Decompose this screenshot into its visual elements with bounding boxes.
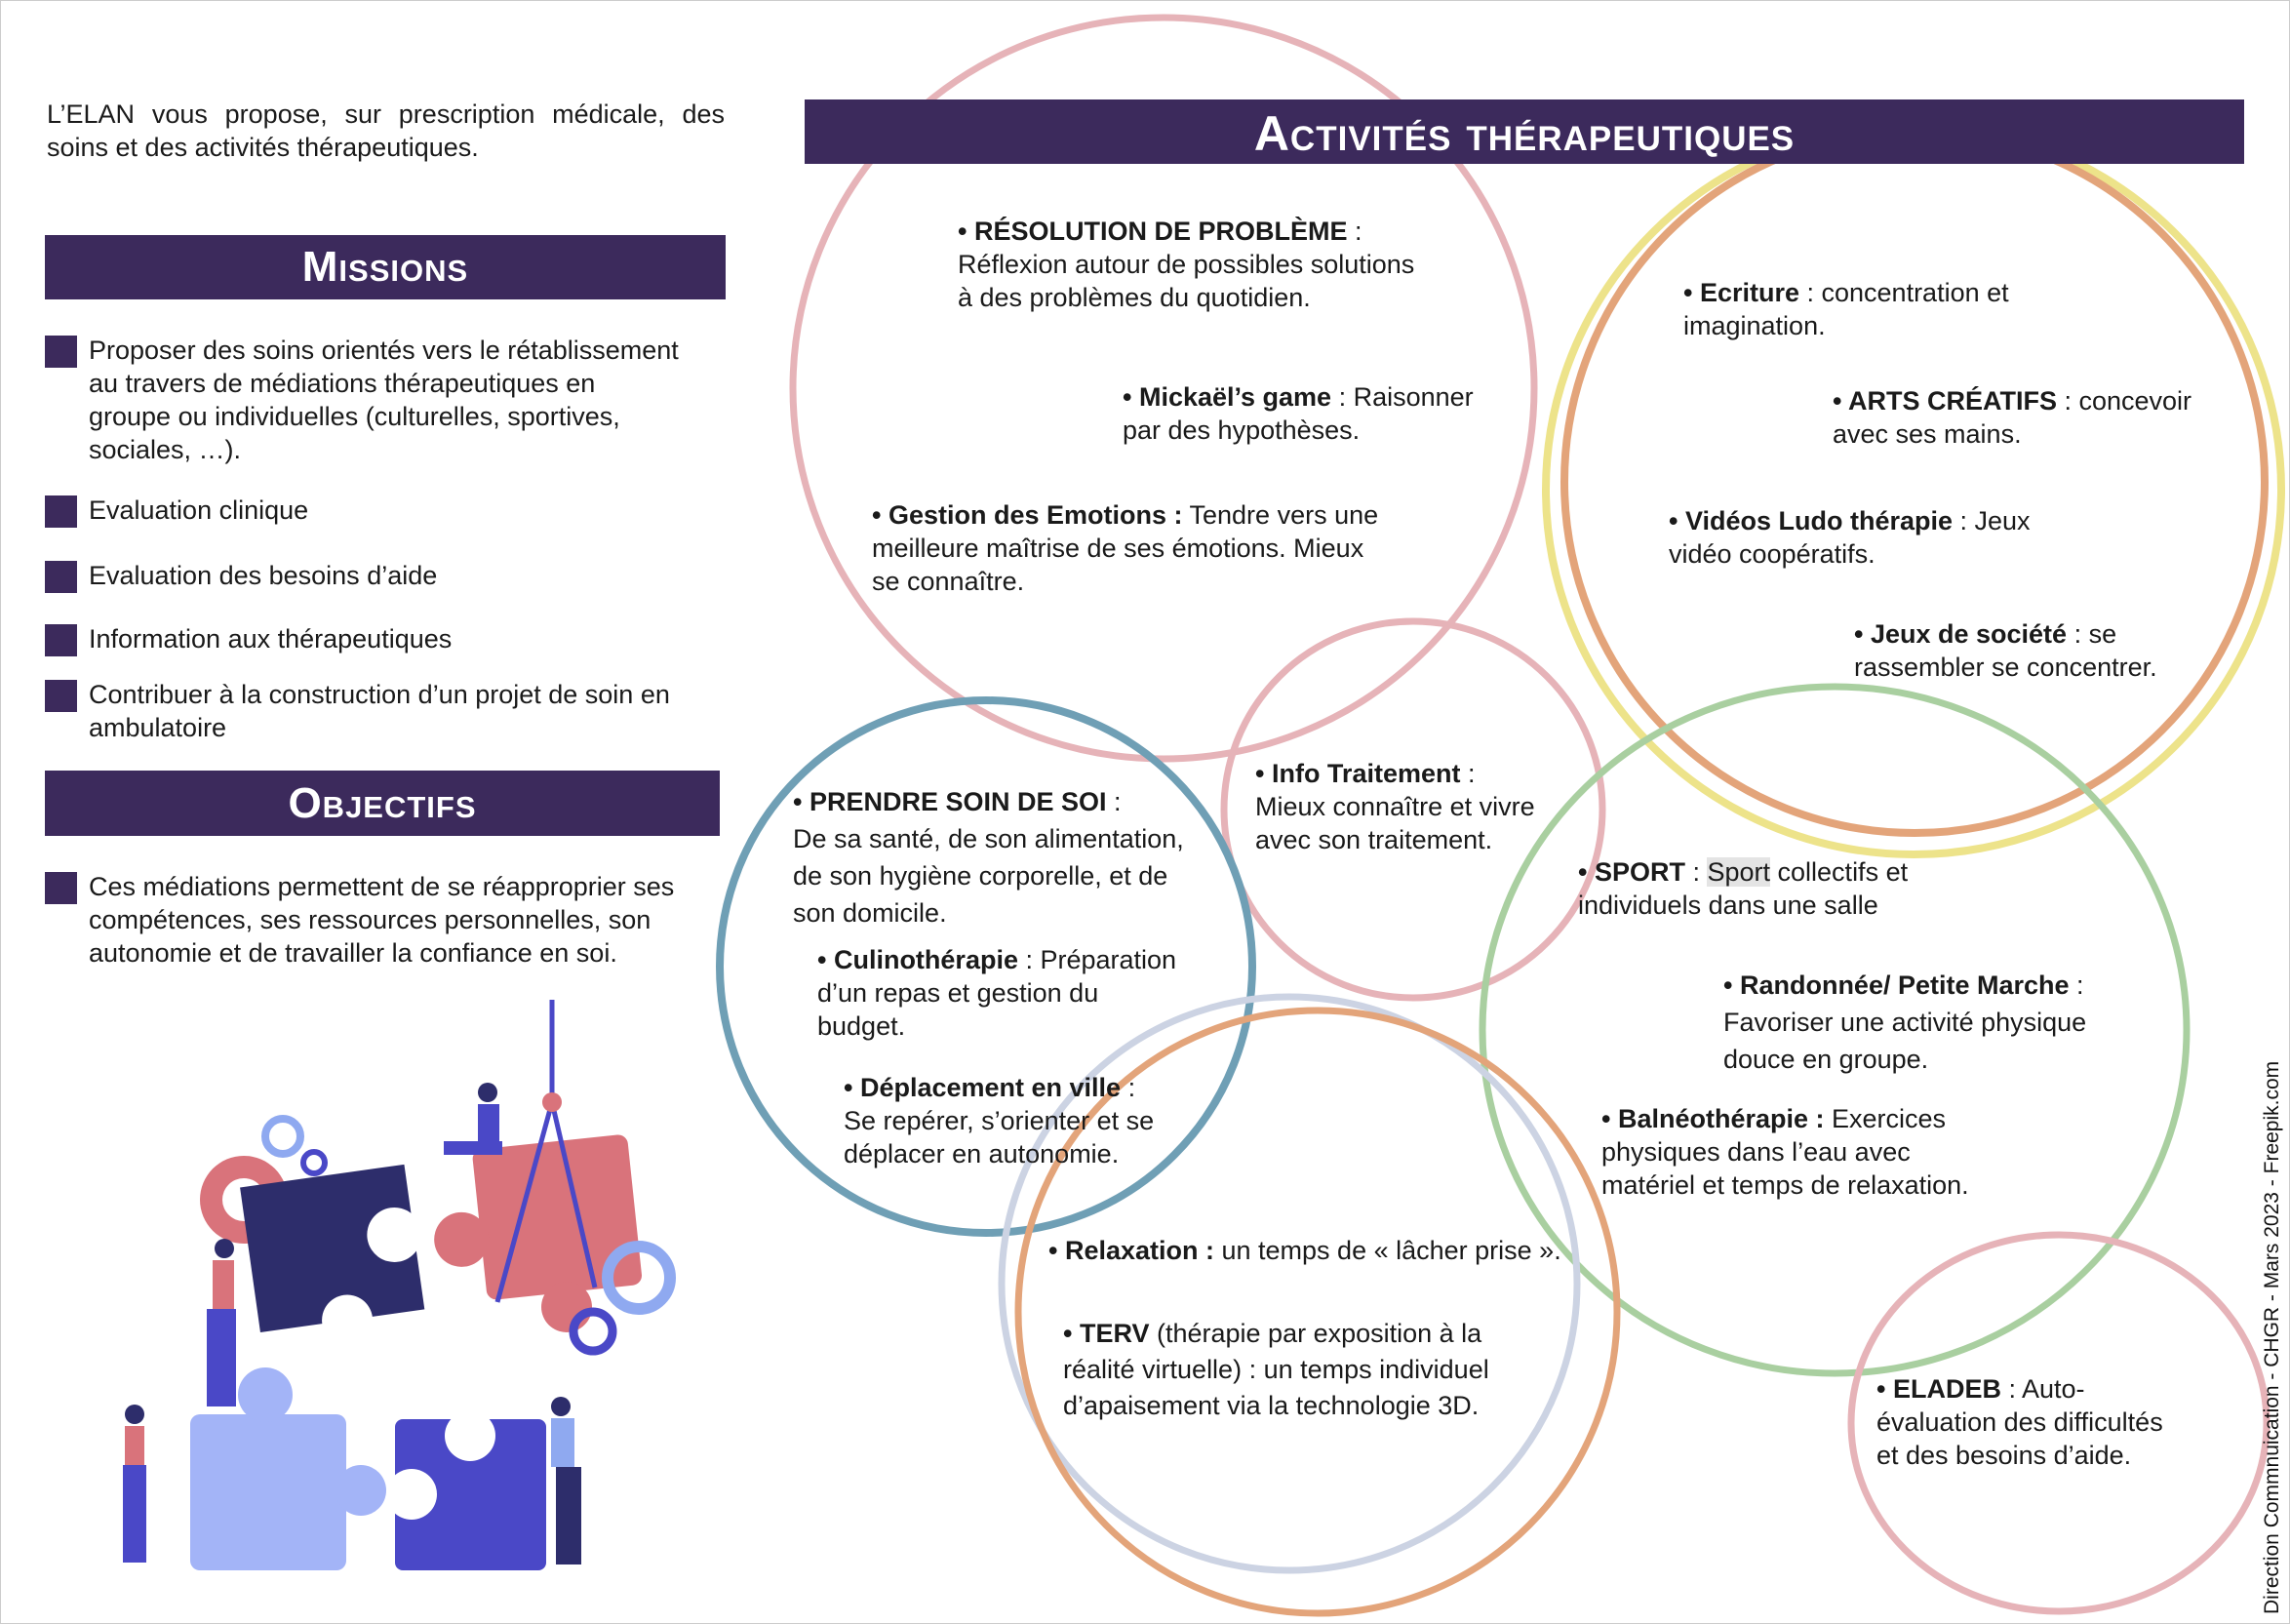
activity-desc: Tendre vers une meilleure maîtrise de se…	[872, 500, 1379, 596]
activity-desc: : Préparation d’un repas et gestion du b…	[817, 945, 1177, 1041]
bullet-square-icon	[45, 495, 77, 528]
bullet-square-icon	[45, 624, 77, 656]
person-figure	[123, 1405, 146, 1563]
activity-desc: collectifs et individuels dans une salle	[1578, 857, 1909, 920]
activity-eladeb: • ELADEB : Auto- évaluation des difficul…	[1876, 1372, 2163, 1472]
activity-desc: : Se repérer, s’orienter et se déplacer …	[844, 1073, 1155, 1168]
credit-text: Direction Commnuication - CHGR - Mars 20…	[2261, 1060, 2283, 1614]
activity-sep: :	[1684, 857, 1708, 887]
activity-name: • TERV	[1063, 1319, 1150, 1348]
objectif-text: Ces médiations permettent de se réapprop…	[89, 872, 675, 968]
activity-name: • Mickaël’s game	[1123, 382, 1332, 412]
activity-name: • Vidéos Ludo thérapie	[1669, 506, 1954, 535]
activity-name: • Randonnée/ Petite Marche	[1723, 970, 2070, 1000]
activity-desc: un temps de « lâcher prise ».	[1214, 1236, 1561, 1265]
puzzle-piece-blue	[386, 1410, 546, 1570]
activity-desc: : se rassembler se concentrer.	[1854, 619, 2157, 682]
intro-text: L’ELAN vous propose, sur prescription mé…	[47, 99, 725, 162]
gear-icon	[569, 1241, 676, 1356]
mission-text: Information aux thérapeutiques	[89, 624, 453, 654]
missions-title: Missions	[301, 243, 469, 291]
objectif-item: Ces médiations permettent de se réapprop…	[45, 870, 728, 970]
mission-item: Proposer des soins orientés vers le réta…	[45, 334, 728, 466]
activity-randonnee: • Randonnée/ Petite Marche : Favoriser u…	[1723, 967, 2086, 1078]
person-figure	[207, 1239, 236, 1406]
activites-title: Activités thérapeutiques	[1253, 106, 1796, 161]
activity-desc: : Raisonner par des hypothèses.	[1123, 382, 1474, 445]
activity-name: • RÉSOLUTION DE PROBLÈME	[958, 217, 1348, 246]
activity-name: • Relaxation :	[1048, 1236, 1214, 1265]
puzzle-piece-navy	[240, 1164, 425, 1346]
activity-name: • Gestion des Emotions :	[872, 500, 1183, 530]
activity-name: • Info Traitement	[1255, 759, 1461, 788]
activity-culinotherapie: • Culinothérapie : Préparation d’un repa…	[817, 943, 1176, 1043]
activity-mickael: • Mickaël’s game : Raisonner par des hyp…	[1123, 380, 1474, 447]
activity-name: • SPORT	[1578, 857, 1685, 887]
person-figure	[551, 1397, 581, 1565]
activity-name: • Balnéothérapie :	[1601, 1104, 1825, 1133]
circle-eladeb	[1847, 1231, 2270, 1615]
objectifs-title: Objectifs	[288, 779, 477, 827]
circle-info	[1220, 617, 1606, 1002]
circle-sport	[1479, 683, 2191, 1377]
activity-name: • Ecriture	[1683, 278, 1799, 307]
puzzle-illustration	[123, 1000, 676, 1570]
circle-lavender	[998, 993, 1581, 1574]
activity-name: • ARTS CRÉATIFS	[1833, 386, 2057, 416]
activity-name: • Déplacement en ville	[844, 1073, 1122, 1102]
crane-hook	[494, 1101, 598, 1303]
activity-jeux: • Jeux de société : se rassembler se con…	[1854, 617, 2157, 684]
activity-relaxation: • Relaxation : un temps de « lâcher pris…	[1048, 1234, 1561, 1267]
activity-desc: : De sa santé, de son alimentation, de s…	[793, 787, 1184, 928]
activity-name: • PRENDRE SOIN DE SOI	[793, 787, 1107, 816]
circle-relaxation	[1014, 1007, 1621, 1617]
activity-desc: : concevoir avec ses mains.	[1833, 386, 2192, 449]
activity-balneotherapie: • Balnéothérapie : Exercices physiques d…	[1601, 1102, 1969, 1202]
activity-emotions: • Gestion des Emotions : Tendre vers une…	[872, 498, 1378, 598]
activity-desc: Exercices physiques dans l’eau avec maté…	[1601, 1104, 1969, 1200]
bullet-square-icon	[45, 872, 77, 904]
circle-yellow	[1542, 121, 2285, 858]
puzzle-piece-lightblue	[190, 1367, 386, 1570]
mission-item: Evaluation clinique	[45, 494, 728, 528]
activity-desc: (thérapie par exposition à la réalité vi…	[1063, 1319, 1489, 1420]
mission-item: Contribuer à la construction d’un projet…	[45, 678, 728, 744]
activity-name: • ELADEB	[1876, 1374, 2001, 1404]
activites-header: Activités thérapeutiques	[805, 99, 2244, 164]
activity-desc: : Jeux vidéo coopératifs.	[1669, 506, 2031, 569]
missions-header: Missions	[45, 235, 726, 299]
mission-item: Evaluation des besoins d’aide	[45, 559, 728, 593]
activity-info-traitement: • Info Traitement : Mieux connaître et v…	[1255, 757, 1535, 856]
activity-ecriture: • Ecriture : concentration et imaginatio…	[1683, 276, 2009, 342]
circle-self-care	[716, 696, 1256, 1237]
circle-cognition	[789, 14, 1538, 763]
activity-arts: • ARTS CRÉATIFS : concevoir avec ses mai…	[1833, 384, 2191, 451]
activity-prendre-soin: • PRENDRE SOIN DE SOI : De sa santé, de …	[793, 783, 1184, 931]
mission-item: Information aux thérapeutiques	[45, 622, 728, 656]
mission-text: Contribuer à la construction d’un projet…	[89, 680, 670, 742]
bullet-square-icon	[45, 680, 77, 712]
activity-desc: : concentration et imagination.	[1683, 278, 2009, 340]
activity-resolution: • RÉSOLUTION DE PROBLÈME : Réflexion aut…	[958, 215, 1414, 314]
bullet-square-icon	[45, 561, 77, 593]
mission-text: Evaluation des besoins d’aide	[89, 561, 438, 590]
mission-text: Evaluation clinique	[89, 495, 309, 525]
activity-deplacement: • Déplacement en ville : Se repérer, s’o…	[844, 1071, 1154, 1170]
activity-name: • Culinothérapie	[817, 945, 1018, 974]
activity-desc: : Réflexion autour de possibles solution…	[958, 217, 1415, 312]
activity-desc: : Favoriser une activité physique douce …	[1723, 970, 2087, 1074]
activity-desc: : Mieux connaître et vivre avec son trai…	[1255, 759, 1535, 854]
objectifs-header: Objectifs	[45, 771, 720, 836]
bullet-square-icon	[45, 336, 77, 368]
activity-desc: : Auto- évaluation des difficultés et de…	[1876, 1374, 2163, 1470]
activity-terv: • TERV (thérapie par exposition à la réa…	[1063, 1316, 1489, 1424]
activity-videos: • Vidéos Ludo thérapie : Jeux vidéo coop…	[1669, 504, 2031, 571]
activity-sport: • SPORT : Sport collectifs et individuel…	[1578, 855, 1908, 922]
activity-name: • Jeux de société	[1854, 619, 2068, 649]
person-figure	[444, 1083, 502, 1155]
mission-text: Proposer des soins orientés vers le réta…	[89, 336, 679, 464]
gear-icon	[261, 1115, 328, 1176]
highlighted-word: Sport	[1707, 857, 1771, 887]
